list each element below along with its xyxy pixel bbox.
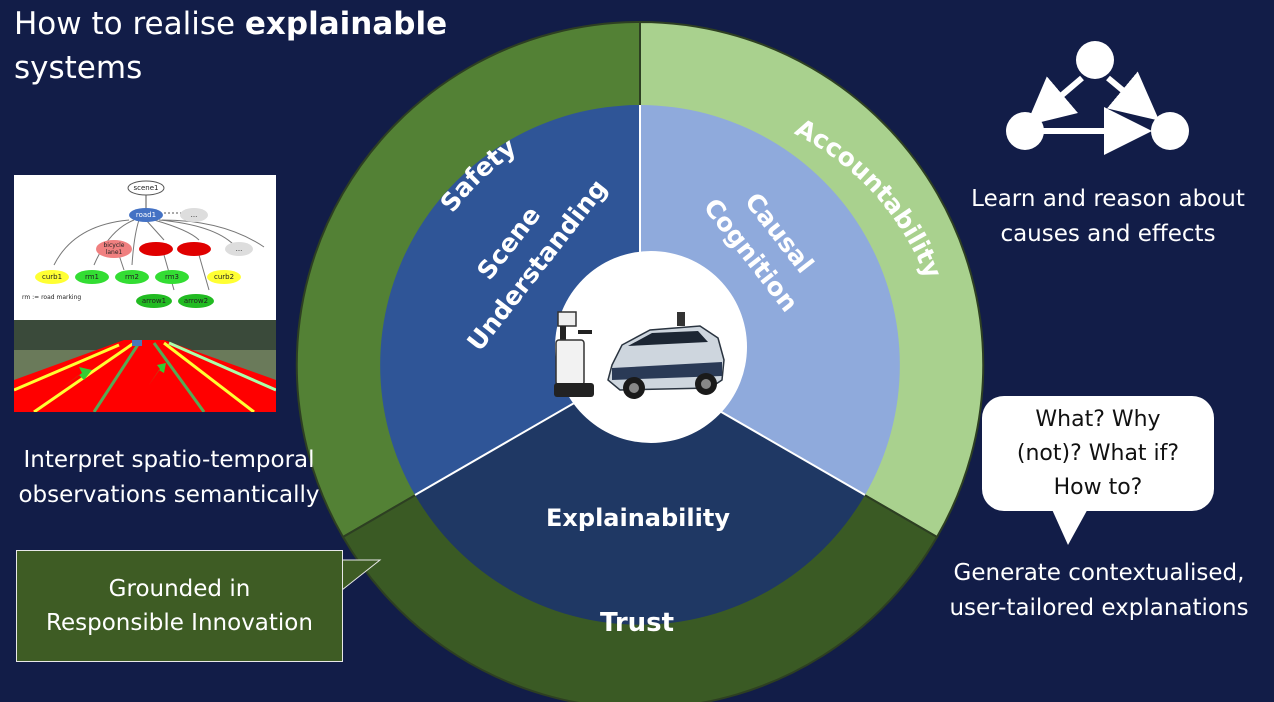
questions-bubble: What? Why (not)? What if? How to? [982,396,1214,511]
node-bicycle-line2: lane1 [106,249,123,256]
node-scene: scene1 [134,184,159,192]
interpret-caption: Interpret spatio-temporal observations s… [18,447,320,508]
node-dots2: ... [236,245,243,253]
explainability-label: Explainability [546,504,730,532]
causes-caption: Learn and reason about causes and effect… [971,186,1245,247]
scene-graph-image: scene1 road1 ... bicycle lane1 ... curb1… [13,175,277,414]
node-bicycle-line1: bicycle [104,242,125,249]
generate-caption: Generate contextualised, user-tailored e… [949,560,1249,621]
car-icon [607,312,725,399]
node-curb1: curb1 [42,273,62,281]
node-arrow2: arrow2 [184,297,208,305]
bubble-tail [1050,505,1090,545]
causal-graph-icon [1006,41,1189,155]
scene-graph-legend: rm := road marking [22,294,81,301]
node-road: road1 [136,211,156,219]
slide-title: How to realise explainable systems [14,6,448,86]
node-dots1: ... [191,211,198,219]
node-rm2: rm2 [125,273,139,281]
node-rm3: rm3 [165,273,179,281]
grounded-box: Grounded in Responsible Innovation [16,550,343,662]
node-arrow1: arrow1 [142,297,166,305]
robot-icon [554,311,594,397]
trust-label: Trust [600,608,674,638]
explainability-sector [415,365,865,625]
node-rm1: rm1 [85,273,99,281]
node-curb2: curb2 [214,273,234,281]
